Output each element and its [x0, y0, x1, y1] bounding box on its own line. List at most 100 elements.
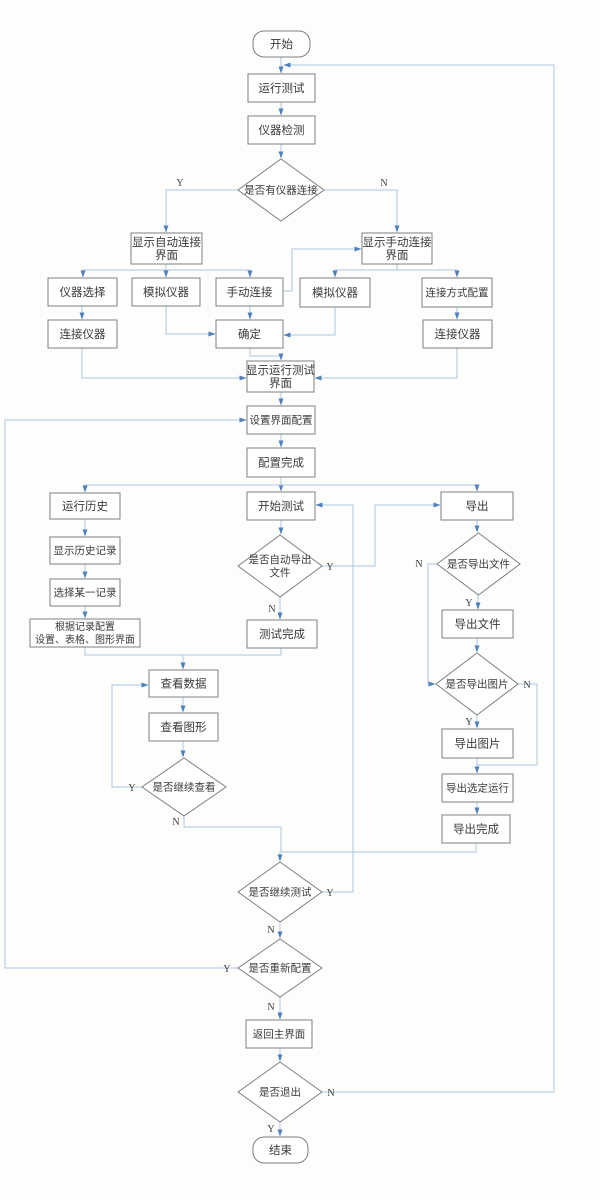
edge-line — [277, 843, 477, 862]
edge-line — [281, 484, 480, 492]
node-label: 导出图片 — [455, 736, 501, 750]
node-show-auto-connect-ui: 显示自动连接界面 — [130, 232, 203, 265]
node-select-record: 选择某一记录 — [49, 578, 121, 607]
node-set-ui-config: 设置界面配置 — [246, 405, 316, 435]
process-shape — [215, 277, 284, 307]
edge-exit-yes-to-end: Y — [267, 1122, 283, 1137]
node-label: 显示运行测试界面 — [246, 364, 315, 390]
node-label: 是否重新配置 — [249, 961, 312, 974]
edge-export-done-to-continue-test — [277, 843, 477, 862]
node-export-done: 导出完成 — [441, 814, 511, 844]
edge-line — [315, 502, 354, 893]
node-label: 是否自动导出文件 — [249, 553, 312, 579]
edge-branch-to-run-history — [82, 484, 281, 493]
process-shape — [247, 73, 316, 103]
node-export: 导出 — [440, 491, 514, 521]
node-run-history: 运行历史 — [49, 492, 121, 520]
node-has-instrument-question: 是否有仪器连接 — [237, 158, 325, 222]
node-label: 运行历史 — [62, 500, 108, 513]
node-label: 测试完成 — [259, 627, 305, 641]
process-shape — [130, 232, 203, 265]
edge-confirm-to-run-test-ui — [249, 348, 284, 361]
edge-line — [249, 348, 284, 361]
edge-line — [165, 306, 216, 337]
node-config-by-record: 根据记录配置设置、表格、图形界面 — [29, 618, 141, 648]
edge-label: Y — [326, 888, 333, 899]
edge-label: N — [415, 559, 422, 570]
node-label: 是否退出 — [259, 1085, 301, 1098]
node-label: 结束 — [269, 1144, 292, 1157]
process-shape — [361, 232, 433, 265]
node-label: 配置完成 — [258, 455, 304, 469]
node-label: 手动连接 — [227, 285, 273, 299]
process-shape — [246, 491, 316, 521]
process-shape — [131, 277, 201, 307]
edge-line — [283, 62, 555, 1093]
decision-shape — [436, 532, 521, 596]
edge-label: N — [268, 604, 275, 615]
node-export-image-question: 是否导出图片 — [435, 652, 519, 716]
edge-continue-view-no: N — [172, 816, 282, 852]
edge-has-instrument-no: N — [324, 178, 400, 233]
node-label: 是否有仪器连接 — [244, 183, 318, 196]
decision-shape — [237, 534, 323, 598]
process-shape — [148, 712, 219, 742]
edge-line — [283, 246, 362, 292]
edge-label: Y — [465, 598, 472, 609]
process-shape — [245, 1019, 313, 1049]
process-shape — [49, 536, 121, 565]
edge-reconfig-no: N — [267, 997, 283, 1020]
edge-has-instrument-yes: Y — [163, 178, 238, 233]
decision-shape — [141, 757, 227, 817]
edge-line — [397, 269, 460, 278]
node-label: 模拟仪器 — [143, 285, 189, 299]
edge-exit-no-loop-to-top: N — [283, 62, 555, 1099]
edge-test-done-to-view-merge — [183, 648, 282, 656]
process-shape — [49, 578, 121, 607]
edge-line — [477, 683, 538, 766]
node-label: 是否继续查看 — [153, 780, 216, 793]
node-sim-instrument-left: 模拟仪器 — [131, 277, 201, 307]
edge-sim-left-to-confirm — [165, 306, 216, 337]
node-auto-export-question: 是否自动导出文件 — [237, 534, 323, 598]
node-start-test: 开始测试 — [246, 491, 316, 521]
edge-continue-view-yes-loop: Y — [111, 682, 149, 794]
decision-shape — [237, 938, 323, 998]
process-shape — [441, 609, 514, 639]
edge-label: N — [523, 680, 530, 691]
node-run-test: 运行测试 — [247, 73, 316, 103]
process-shape — [246, 405, 316, 435]
edge-line — [324, 189, 400, 233]
edge-line — [283, 307, 336, 338]
node-connect-instrument-left: 连接仪器 — [47, 319, 118, 349]
process-shape — [246, 619, 318, 649]
node-exit-question: 是否退出 — [237, 1061, 323, 1123]
node-confirm: 确定 — [215, 319, 284, 349]
node-label: 模拟仪器 — [312, 285, 358, 299]
node-continue-test-question: 是否继续测试 — [237, 861, 323, 923]
edge-export-file-yes: Y — [465, 595, 481, 610]
edge-sim-right-to-confirm — [283, 307, 336, 338]
edge-line — [332, 264, 398, 278]
node-label: 选择某一记录 — [54, 586, 117, 599]
node-label: 开始 — [270, 37, 293, 51]
edge-manual-connect-to-manual-ui — [283, 246, 362, 292]
node-instrument-detection: 仪器检测 — [247, 115, 316, 145]
node-label: 显示历史记录 — [54, 545, 117, 557]
node-label: 是否导出图片 — [446, 677, 509, 690]
edge-auto-export-yes-to-export: Y — [322, 502, 441, 573]
node-export-file: 导出文件 — [441, 609, 514, 639]
decision-shape — [237, 158, 325, 222]
edge-line — [183, 816, 282, 852]
terminator-shape — [252, 1136, 309, 1164]
node-test-done: 测试完成 — [246, 619, 318, 649]
process-shape — [246, 360, 315, 393]
edge-line — [322, 502, 441, 567]
edge-auto-export-no-to-test-done: N — [268, 597, 283, 620]
decision-shape — [237, 1061, 323, 1123]
node-connection-mode-config: 连接方式配置 — [421, 277, 493, 308]
edge-reconfig-yes-loop: Y — [4, 417, 247, 975]
edge-line — [163, 189, 238, 233]
